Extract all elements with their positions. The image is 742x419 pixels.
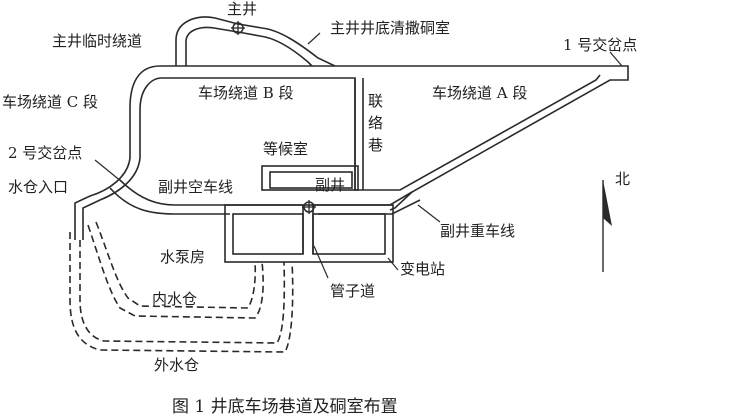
label-main-shaft-bypass: 主井临时绕道 (52, 32, 142, 50)
label-water-sump-entry: 水仓入口 (8, 178, 68, 196)
waiting-room-box (261, 165, 359, 191)
outer-sump-outline (69, 232, 294, 353)
inner-sump-outline (87, 224, 264, 319)
label-main-shaft-sump-room: 主井井底清撒硐室 (330, 19, 450, 37)
label-connecting-lane-2: 络 (368, 114, 383, 132)
substation-box (312, 213, 386, 255)
outer-sump-outline-2 (79, 240, 286, 344)
loaded-car-line-outer (318, 199, 421, 215)
label-loop-c: 车场绕道 C 段 (2, 93, 98, 111)
label-junction-1: 1 号交岔点 (563, 36, 637, 54)
inner-sump-outline-2 (95, 221, 257, 309)
aux-shaft-symbol (302, 200, 316, 214)
label-loop-b: 车场绕道 B 段 (198, 84, 294, 102)
main-shaft-bypass (175, 16, 336, 67)
main-shaft-symbol (231, 21, 245, 35)
label-connecting-lane-3: 巷 (368, 136, 383, 154)
label-waiting-room: 等候室 (263, 140, 308, 158)
empty-car-line-outer (109, 187, 230, 215)
label-aux-empty-line: 副井空车线 (158, 178, 233, 196)
leader-loaded-line (417, 204, 441, 223)
main-shaft-bypass-inner (185, 26, 313, 67)
label-north: 北 (615, 170, 630, 188)
label-pump-room: 水泵房 (160, 248, 205, 266)
label-connecting-lane-1: 联 (368, 92, 383, 110)
label-outer-sump: 外水仓 (154, 356, 199, 374)
loop-inner-wall (82, 74, 601, 240)
leader-substation (387, 257, 399, 271)
leader-junction-2 (94, 159, 123, 183)
label-junction-2: 2 号交岔点 (8, 144, 82, 162)
pump-room-box (232, 213, 304, 255)
label-loop-a: 车场绕道 A 段 (432, 84, 527, 102)
leader-main-shaft-sump-room (307, 32, 321, 45)
label-pipe-lane: 管子道 (330, 282, 375, 300)
loop-outer-wall-north (74, 65, 355, 240)
loop-outer-wall (355, 65, 629, 211)
figure-caption: 图 1 井底车场巷道及硐室布置 (172, 397, 398, 417)
label-inner-sump: 内水仓 (152, 290, 197, 308)
label-substation: 变电站 (400, 260, 445, 278)
label-main-shaft: 主井 (227, 0, 257, 18)
label-aux-loaded-line: 副井重车线 (440, 222, 515, 240)
leader-junction-1 (609, 51, 623, 67)
empty-car-line (119, 179, 305, 206)
north-arrow (602, 180, 612, 272)
label-aux-shaft: 副井 (315, 176, 345, 194)
leader-pipe-lane (313, 245, 329, 279)
waiting-room-inner (269, 171, 353, 189)
